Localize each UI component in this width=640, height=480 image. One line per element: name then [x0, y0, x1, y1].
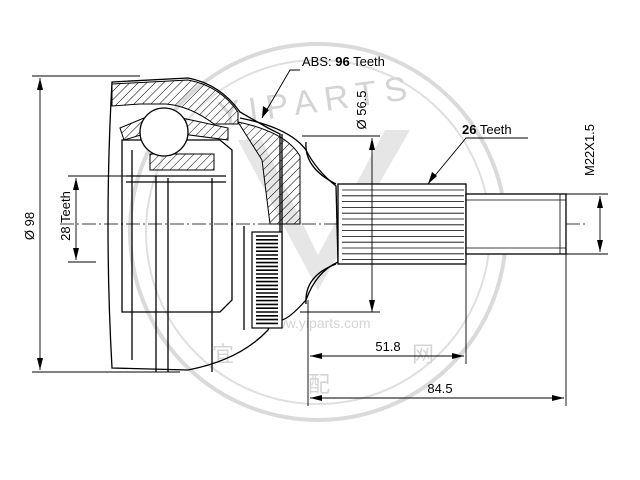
housing-cavity [121, 139, 233, 313]
shaft-neck [305, 141, 337, 185]
shaft-flare [239, 117, 339, 321]
arrow-98-bottom [37, 358, 43, 370]
arrow-518-right [452, 353, 464, 359]
arrow-518-left [310, 353, 322, 359]
inner-spline-label: 28 Teeth [58, 191, 73, 241]
abs-ring [251, 231, 283, 329]
arrowheads [37, 78, 603, 401]
thread-body [465, 193, 567, 255]
watermark-cjk-right: 网 [412, 342, 434, 367]
dimensions [32, 69, 608, 406]
abs-ring-body [251, 231, 283, 329]
shaft-hatch [236, 121, 301, 225]
watermark-cjk-mid: 配 [308, 372, 330, 397]
outer-spline-label: 26 Teeth [462, 122, 512, 137]
leader-26-teeth [427, 137, 528, 185]
watermark-cjk-left: 宜 [212, 342, 234, 367]
abs-label: ABS: 96 Teeth [302, 54, 385, 69]
outer-spline [337, 183, 467, 265]
length-total-label: 84.5 [427, 381, 452, 396]
arrow-abs [262, 106, 269, 118]
arrow-m22-top [597, 196, 603, 208]
seal-diameter-label: Ø 56.5 [354, 90, 369, 129]
watermark-url: www.yiparts.com [264, 315, 370, 331]
arrow-565-top [369, 138, 375, 150]
arrow-845-left [310, 395, 322, 401]
abs-label-prefix: ABS: [302, 54, 335, 69]
housing-hatch-bottom [149, 153, 215, 171]
arrow-565-bottom [369, 300, 375, 312]
abs-label-suffix: Teeth [350, 54, 385, 69]
outer-spline-label-count: 26 [462, 122, 476, 137]
arrow-m22-bottom [597, 240, 603, 252]
arrow-28-top [73, 178, 79, 190]
outer-diameter-label: Ø 98 [22, 212, 37, 240]
thread-label: M22X1.5 [582, 124, 597, 176]
shaft-neck-lower [305, 263, 337, 305]
outer-spline-label-suffix: Teeth [476, 122, 511, 137]
length-spline-label: 51.8 [375, 339, 400, 354]
housing-outline [107, 77, 281, 371]
leader-abs [261, 69, 300, 119]
joint-ball [139, 107, 189, 157]
watermark-v-logo [238, 130, 410, 290]
arrow-28-bottom [73, 248, 79, 260]
arrow-845-right [552, 395, 564, 401]
housing-hatch-top [111, 79, 239, 125]
abs-label-count: 96 [335, 54, 349, 69]
arrow-98-top [37, 78, 43, 90]
thread-section [465, 193, 567, 255]
arrow-26-teeth [428, 172, 437, 184]
